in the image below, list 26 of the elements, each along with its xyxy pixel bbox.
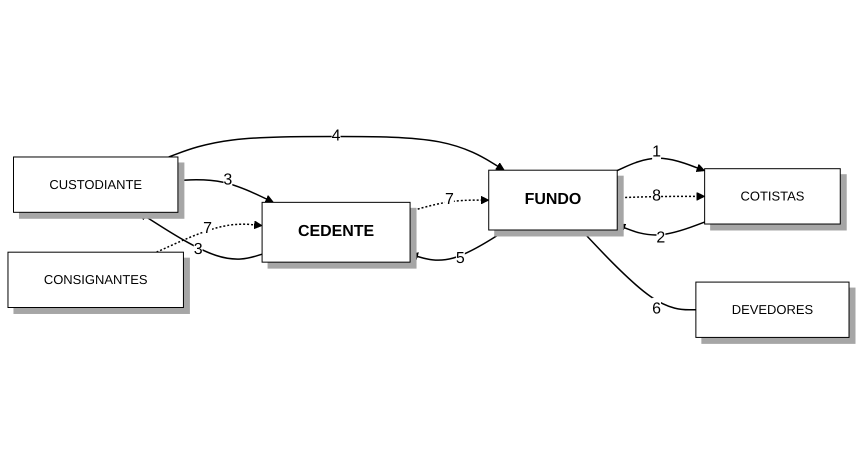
arrow: [156, 220, 262, 253]
arrow: [616, 158, 706, 172]
arrow: [168, 136, 505, 171]
edge-label: 7: [203, 220, 212, 237]
edge-label: 6: [652, 300, 661, 318]
edge-label: 3: [194, 241, 203, 258]
arrow: [410, 196, 490, 212]
edge-label: 2: [656, 230, 666, 247]
arrow: [410, 229, 506, 261]
edge-label: 1: [652, 144, 661, 160]
node-box: [7, 252, 184, 308]
arrow: [178, 178, 274, 203]
edge-label: 8: [652, 187, 661, 204]
arrow: [617, 192, 706, 201]
edge-label: 4: [332, 128, 341, 145]
connector: [580, 230, 696, 310]
node-box: [262, 202, 411, 263]
arrow: [138, 212, 262, 260]
edge-label: 7: [444, 191, 454, 208]
edge-label: 3: [223, 172, 232, 189]
edge-label: 5: [456, 250, 465, 267]
arrow: [616, 221, 705, 236]
node-box: [488, 170, 618, 230]
node-box: [13, 156, 178, 213]
node-box: [695, 282, 850, 338]
node-box: [704, 168, 841, 225]
